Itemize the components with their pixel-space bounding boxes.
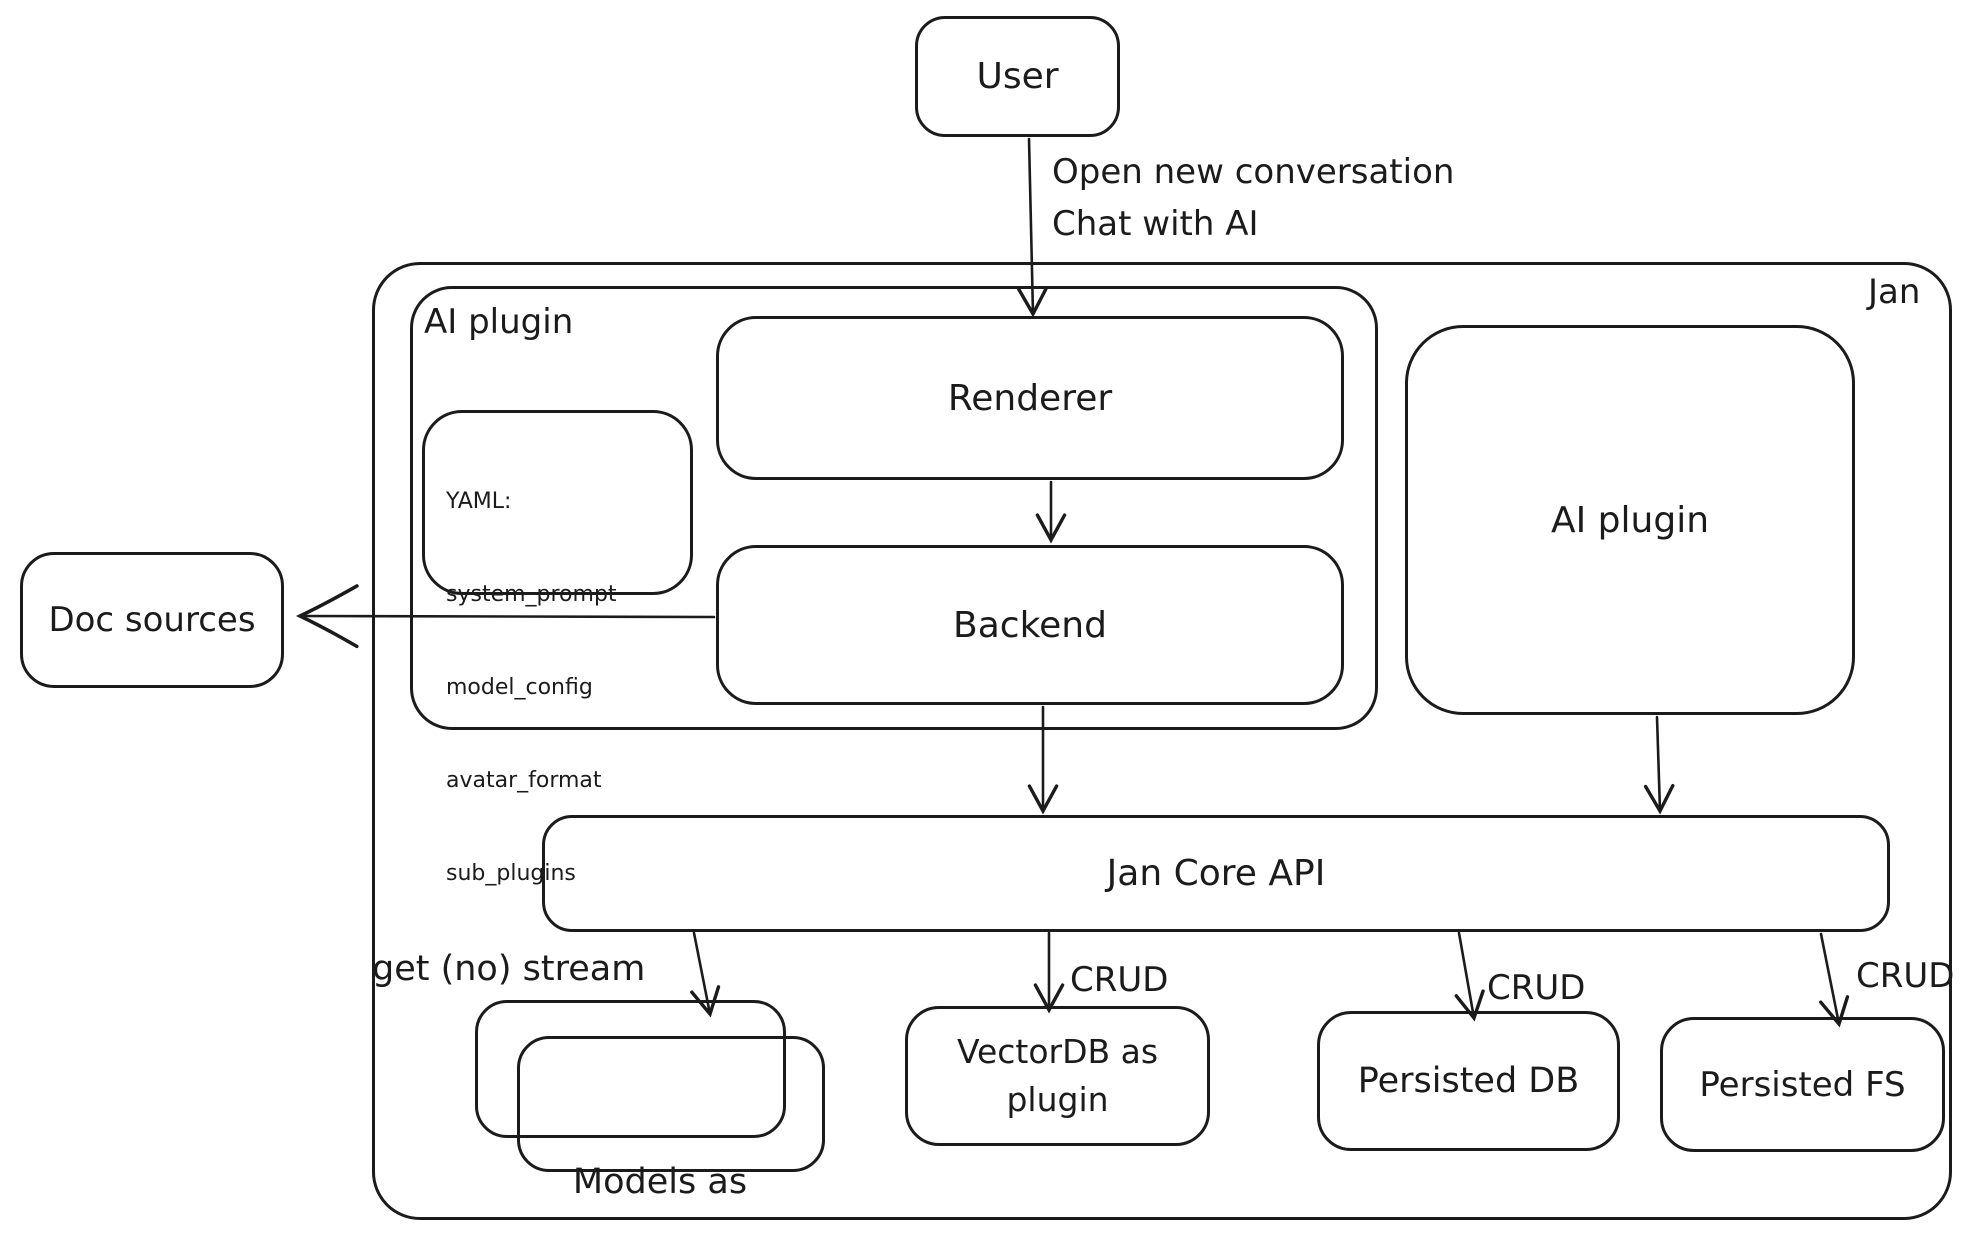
yaml-line: YAML: (446, 489, 512, 514)
vectordb-node-label-line2: plugin (1006, 1080, 1109, 1119)
doc-sources-node-label: Doc sources (48, 600, 256, 640)
yaml-line: model_config (446, 675, 593, 700)
models-node-front-box (517, 1036, 825, 1172)
ai-plugin-left-container (410, 286, 1378, 730)
yaml-note-text: YAML: system_prompt model_config avatar_… (446, 424, 686, 951)
user-node-label: User (976, 56, 1059, 97)
jan-container (372, 262, 1952, 1220)
crud-label-persisted-db: CRUD (1487, 968, 1586, 1008)
persisted-fs-node: Persisted FS (1660, 1017, 1945, 1152)
persisted-fs-node-label: Persisted FS (1699, 1064, 1906, 1105)
persisted-db-node: Persisted DB (1317, 1011, 1620, 1151)
backend-node: Backend (716, 545, 1344, 705)
renderer-node-label: Renderer (947, 377, 1113, 419)
jan-core-api-node-label: Jan Core API (1106, 853, 1326, 894)
backend-node-label: Backend (953, 604, 1107, 646)
jan-container-label: Jan (1868, 272, 1921, 312)
user-flow-label-line1: Open new conversation (1052, 152, 1455, 192)
renderer-node: Renderer (716, 316, 1344, 480)
vectordb-node: VectorDB as plugin (905, 1006, 1210, 1146)
yaml-line: avatar_format (446, 768, 602, 793)
models-node-label-line1: Models as (572, 1162, 748, 1202)
vectordb-node-label-line1: VectorDB as (956, 1032, 1159, 1071)
doc-sources-node: Doc sources (20, 552, 284, 688)
yaml-line: system_prompt (446, 582, 617, 607)
models-node-back-box (475, 1000, 786, 1138)
models-node-label: Models as plugin (495, 1052, 825, 1246)
persisted-db-node-label: Persisted DB (1357, 1061, 1580, 1101)
crud-label-persisted-fs: CRUD (1856, 956, 1955, 996)
crud-label-vectordb: CRUD (1070, 960, 1169, 1000)
yaml-note-box (422, 410, 693, 595)
user-flow-label-line2: Chat with AI (1052, 204, 1259, 244)
ai-plugin-right-node-label: AI plugin (1550, 499, 1710, 541)
get-no-stream-label: get (no) stream (372, 949, 646, 989)
ai-plugin-right-node: AI plugin (1405, 325, 1855, 715)
ai-plugin-left-label: AI plugin (424, 302, 574, 342)
user-node: User (915, 16, 1120, 137)
jan-core-api-node: Jan Core API (542, 815, 1890, 932)
yaml-line: sub_plugins (446, 861, 576, 886)
